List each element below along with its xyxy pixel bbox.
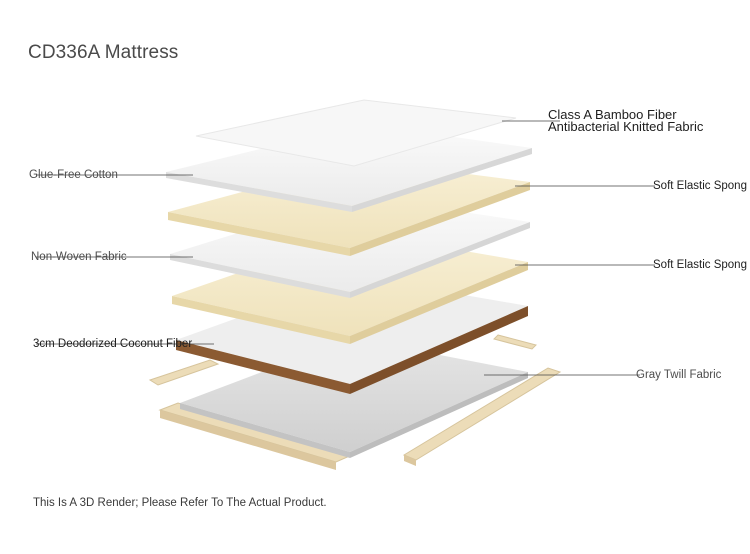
page-title: CD336A Mattress: [28, 42, 179, 63]
frame-rails: [148, 334, 562, 470]
label-bamboo-fabric-line1: Class A Bamboo Fiber: [548, 107, 677, 122]
label-gray-twill-fabric: Gray Twill Fabric: [636, 369, 722, 381]
layer-gray-twill: [180, 338, 528, 458]
label-non-woven-fabric: Non-Woven Fabric: [31, 251, 127, 263]
label-bamboo-fabric-line2: Antibacterial Knitted Fabric: [548, 119, 704, 134]
label-glue-free-cotton: Glue-Free Cotton: [29, 169, 118, 181]
label-soft-sponge-2: Soft Elastic Spong: [653, 259, 747, 271]
layer-bamboo-fabric: [195, 99, 517, 167]
label-soft-sponge-1: Soft Elastic Spong: [653, 180, 747, 192]
leader-lines: [36, 120, 655, 376]
render-disclaimer: This Is A 3D Render; Please Refer To The…: [33, 497, 327, 509]
label-coconut-fiber: 3cm Deodorized Coconut Fiber: [33, 338, 193, 350]
